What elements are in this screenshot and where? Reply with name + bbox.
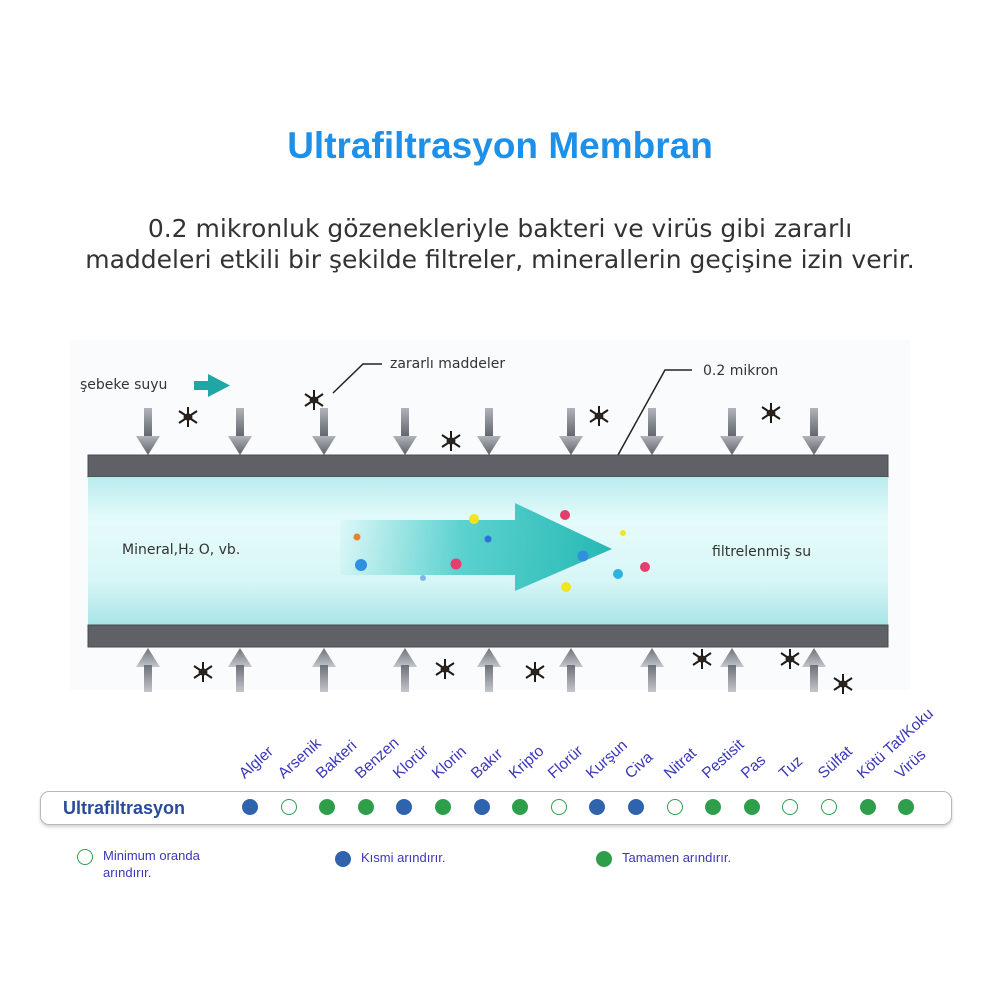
legend-minimum-line-2: arındırır. [103, 865, 152, 880]
up-arrow [228, 648, 252, 692]
level-dot-partial [242, 799, 258, 815]
micron-leader-line [617, 369, 692, 456]
level-dot-full [512, 799, 529, 815]
legend-full: Tamamen arındırır. [596, 849, 731, 867]
subtitle-line-2: maddeleri etkili bir şekilde filtreler, … [85, 245, 915, 274]
level-dot-minimum [666, 799, 683, 815]
category-label: Pestisit [699, 736, 748, 783]
level-dot-minimum [550, 799, 567, 815]
down-arrow [802, 408, 826, 455]
inlet-label: şebeke suyu [80, 377, 168, 393]
legend-partial: Kısmi arındırır. [335, 849, 446, 867]
page-subtitle: 0.2 mikronluk gözenekleriyle bakteri ve … [60, 213, 940, 275]
membrane-bottom [88, 625, 888, 647]
flow-arrow [340, 503, 612, 591]
legend-partial-dot [335, 851, 351, 867]
level-dot-full [705, 799, 722, 815]
harmful-substances-label: zararlı maddeler [390, 356, 506, 372]
legend-minimum-dot [77, 849, 93, 865]
up-arrow [559, 648, 583, 692]
legend-full-dot [596, 851, 612, 867]
up-arrow [393, 648, 417, 692]
category-label: Tuz [776, 752, 807, 783]
category-label: Klorin [428, 743, 470, 783]
micron-label: 0.2 mikron [703, 363, 779, 379]
filtration-table-row: Ultrafiltrasyon [40, 791, 952, 825]
down-arrow [312, 408, 336, 455]
level-dot-minimum [280, 799, 297, 815]
level-dot-minimum [821, 799, 837, 815]
down-arrow [393, 408, 417, 455]
down-arrow [136, 408, 160, 455]
mineral-particles [353, 510, 650, 592]
membrane-diagram [70, 340, 910, 695]
level-dot-full [319, 799, 336, 815]
down-arrow [640, 408, 664, 455]
down-arrow [228, 408, 252, 455]
level-dot-partial [628, 799, 644, 815]
flow-direction-icon [194, 374, 230, 397]
legend-minimum-line-1: Minimum oranda [103, 848, 200, 863]
up-arrow [477, 648, 501, 692]
category-label: Pas [737, 751, 769, 783]
membrane-top [88, 455, 888, 477]
category-label: Arsenik [274, 735, 325, 783]
category-label: Sülfat [814, 743, 856, 783]
up-arrow [720, 648, 744, 692]
input-composition-label: Mineral,H₂ O, vb. [122, 542, 241, 558]
up-arrow [312, 648, 336, 692]
row-label: Ultrafiltrasyon [63, 798, 186, 818]
inflow-arrows-bottom [136, 648, 826, 692]
category-label: Algler [235, 743, 277, 783]
category-label: Nitrat [660, 744, 700, 783]
category-label: Bakır [467, 745, 506, 783]
up-arrow [802, 648, 826, 692]
down-arrow [720, 408, 744, 455]
category-label: Florür [544, 742, 587, 783]
level-dot-partial [473, 799, 490, 815]
level-dot-full [859, 799, 876, 815]
level-dot-partial [396, 799, 413, 815]
page-title: Ultrafiltrasyon Membran [287, 125, 713, 166]
subtitle-line-1: 0.2 mikronluk gözenekleriyle bakteri ve … [147, 214, 853, 243]
harmful-leader-line [332, 363, 382, 394]
level-dot-partial [589, 799, 606, 815]
level-dot-full [435, 799, 451, 815]
level-dot-full [898, 799, 915, 815]
legend-full-label: Tamamen arındırır. [622, 850, 732, 865]
category-label: Kripto [506, 742, 548, 783]
down-arrow [559, 408, 583, 455]
level-dot-full [357, 799, 374, 815]
legend-minimum: Minimum oranda arındırır. [77, 847, 200, 881]
down-arrow [477, 408, 501, 455]
level-dot-full [743, 799, 760, 815]
up-arrow [640, 648, 664, 692]
output-label: filtrelenmiş su [712, 544, 812, 560]
level-dot-minimum [782, 799, 799, 815]
category-label: Kurşun [583, 736, 632, 783]
up-arrow [136, 648, 160, 692]
inflow-arrows-top [136, 408, 826, 455]
legend-partial-label: Kısmi arındırır. [361, 850, 446, 865]
